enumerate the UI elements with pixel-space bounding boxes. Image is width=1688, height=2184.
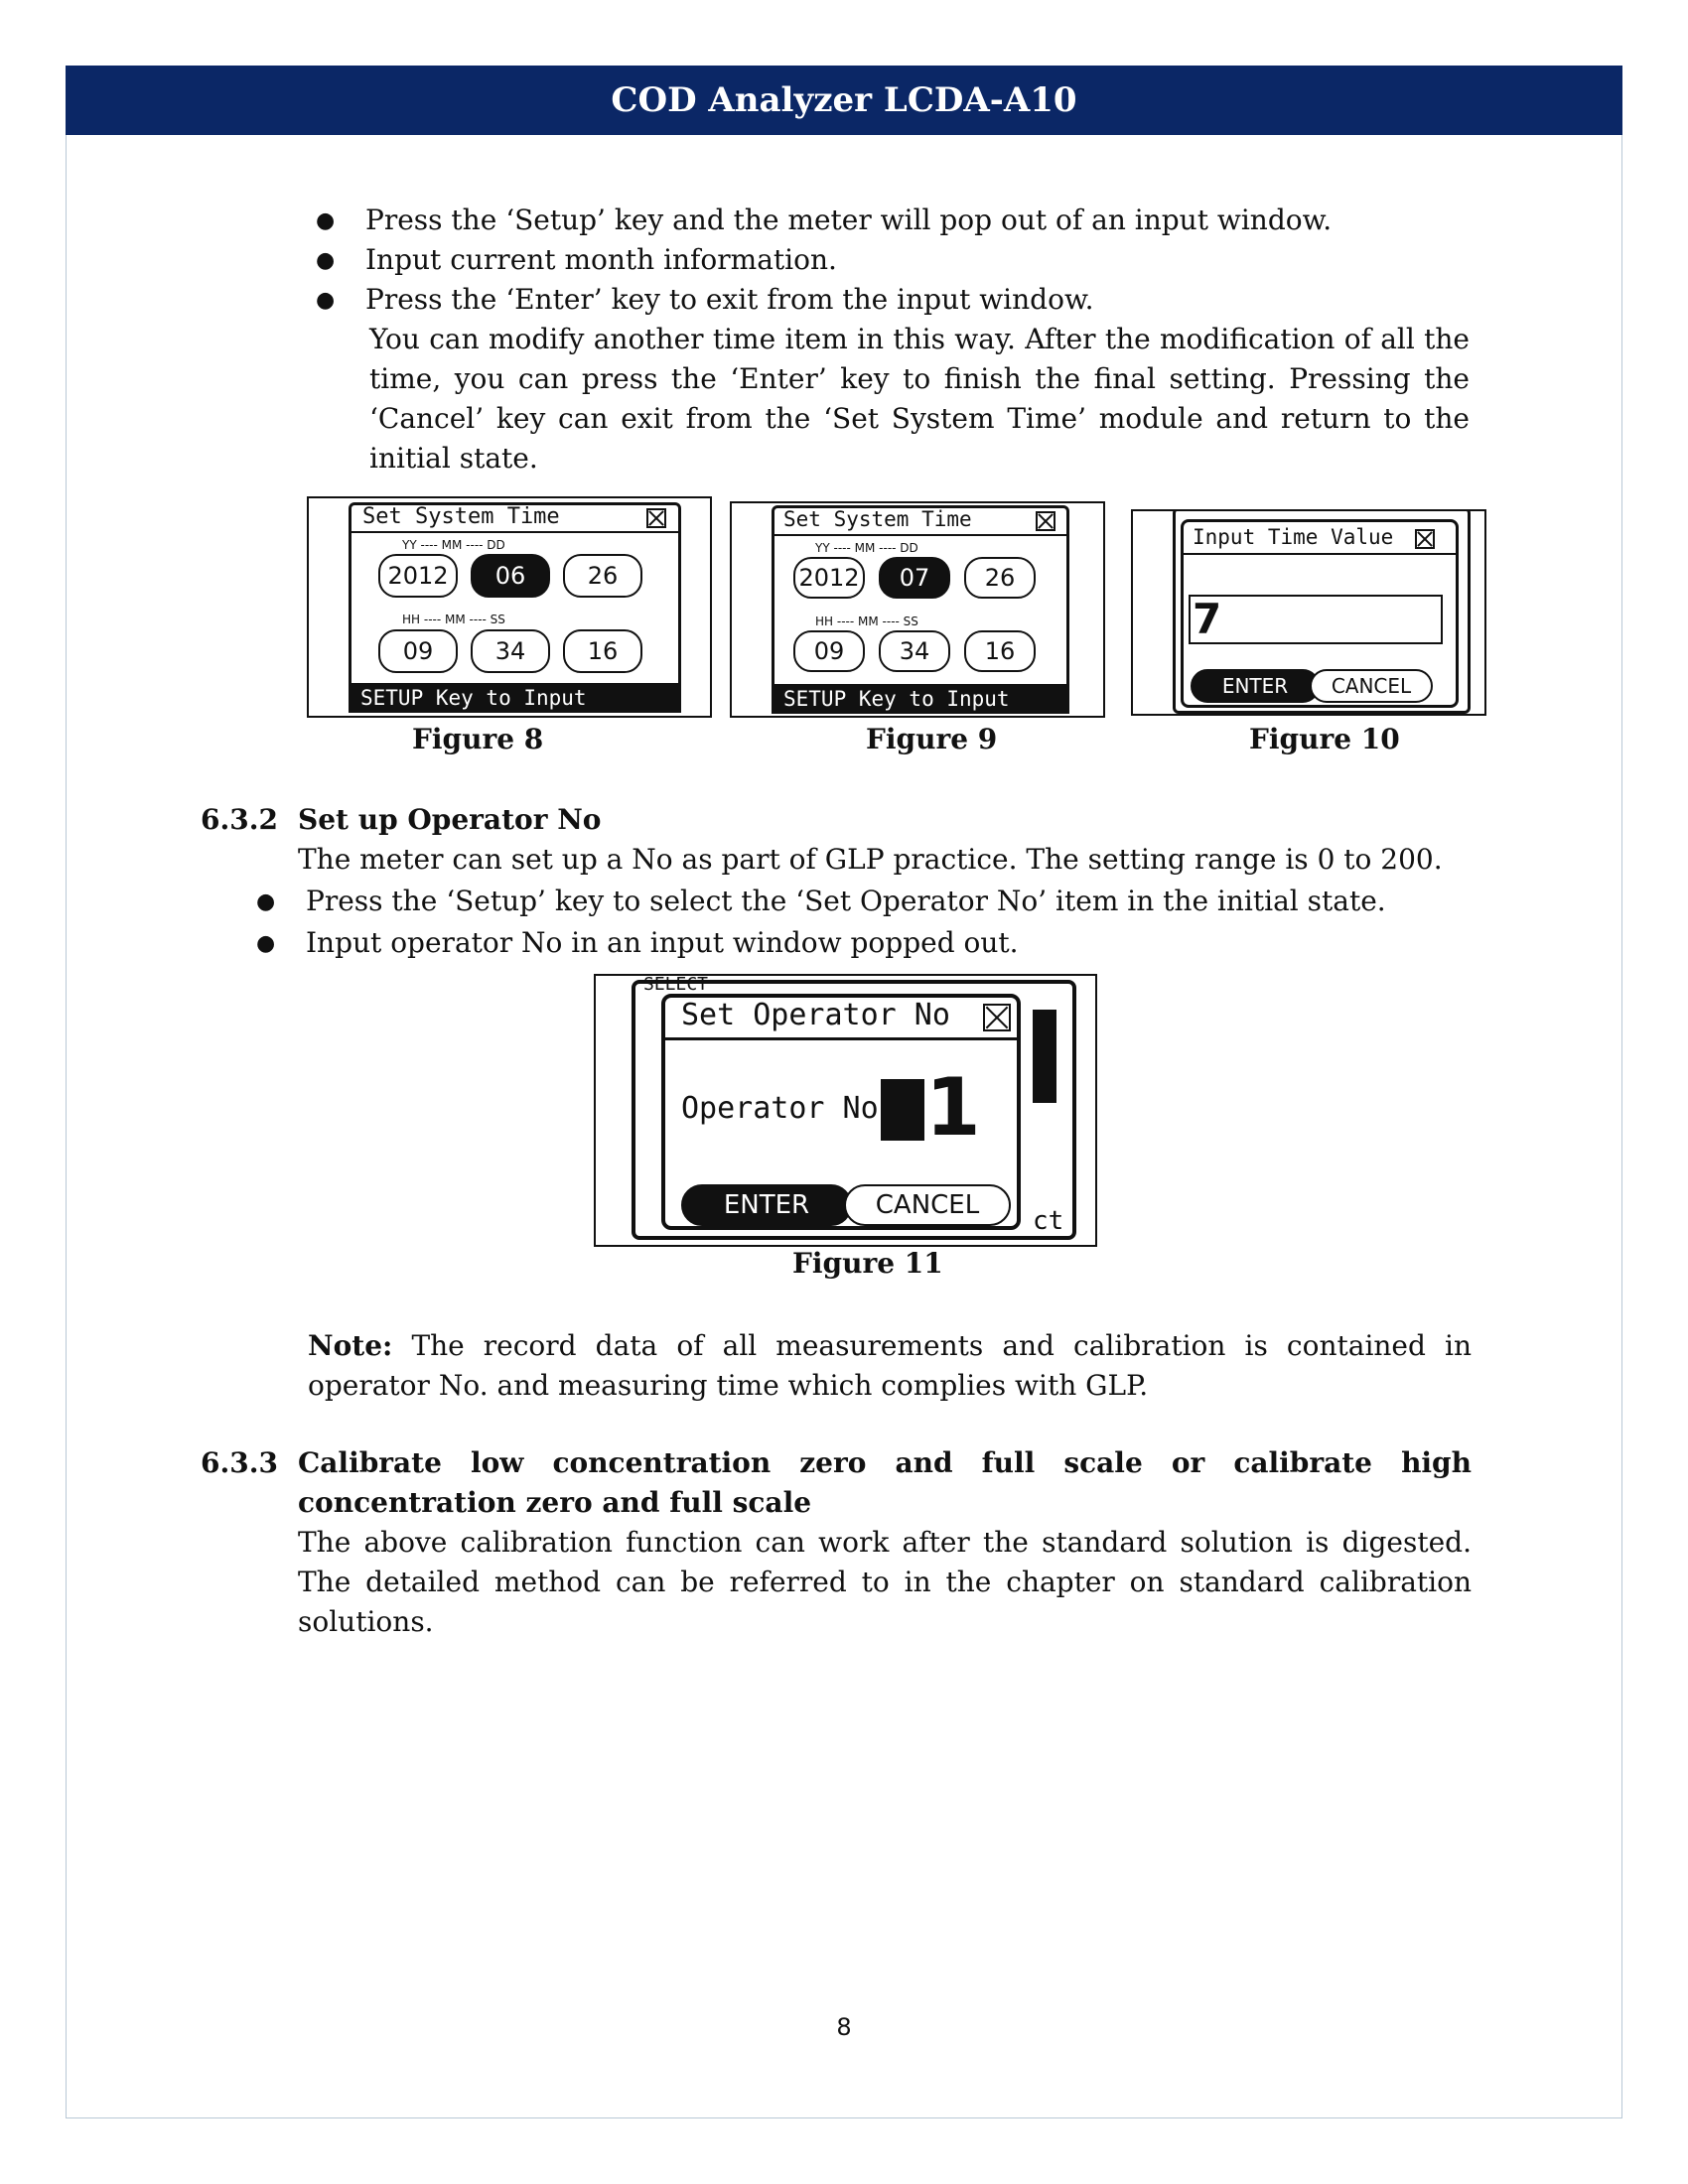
figure-caption: Figure 9 <box>866 723 998 755</box>
enter-button: ENTER <box>681 1184 852 1226</box>
minute-field: 34 <box>471 629 550 673</box>
bullet-text: Press the ‘Setup’ key to select the ‘Set… <box>306 885 1386 917</box>
figure-caption: Figure 11 <box>792 1247 943 1280</box>
bullet-text: Press the ‘Enter’ key to exit from the i… <box>365 283 1094 316</box>
close-icon <box>983 1004 1011 1031</box>
section-title: Set up Operator No <box>298 803 602 836</box>
screen-footer: SETUP Key to Input <box>772 684 1069 714</box>
screen-footer: SETUP Key to Input <box>349 683 681 713</box>
bullet-dot-icon: ● <box>256 931 276 956</box>
scrollbar-thumb <box>1033 1010 1056 1103</box>
minute-field: 34 <box>879 630 950 672</box>
year-field: 2012 <box>378 554 458 598</box>
note-paragraph: Note: The record data of all measurement… <box>308 1326 1472 1406</box>
label-ss: SS <box>490 613 505 626</box>
hour-field: 09 <box>793 630 865 672</box>
cancel-button: CANCEL <box>1310 669 1433 703</box>
screen-title: Set System Time <box>362 504 560 529</box>
label-mi: MM <box>858 614 879 628</box>
section-number: 6.3.3 <box>201 1446 278 1479</box>
enter-button: ENTER <box>1191 669 1320 703</box>
figure-10-screen: Input Time Value 7 ENTER CANCEL <box>1131 509 1486 716</box>
bullet-text: Input current month information. <box>365 243 837 276</box>
section-paragraph: The above calibration function can work … <box>298 1526 1472 1638</box>
label-dd: DD <box>487 538 505 552</box>
label-hh: HH <box>402 613 421 626</box>
input-cursor <box>881 1079 924 1141</box>
label-hh: HH <box>815 614 834 628</box>
figure-8-screen: Set System Time YY ---- MM ---- DD 2012 … <box>307 496 712 718</box>
figure-caption: Figure 10 <box>1249 723 1400 755</box>
year-field: 2012 <box>793 557 865 599</box>
close-icon <box>646 508 666 528</box>
page-header: COD Analyzer LCDA-A10 <box>66 66 1622 135</box>
label-yy: YY <box>402 538 417 552</box>
bullet-dot-icon: ● <box>316 288 336 313</box>
section-number: 6.3.2 <box>201 803 278 836</box>
background-text-fragment: ct <box>1033 1206 1064 1236</box>
second-field: 16 <box>964 630 1036 672</box>
time-value-input: 7 <box>1193 595 1222 643</box>
note-text: The record data of all measurements and … <box>308 1329 1472 1402</box>
day-field: 26 <box>964 557 1036 599</box>
figure-caption: Figure 8 <box>412 723 544 755</box>
page-number: 8 <box>836 2013 852 2041</box>
label-mm: MM <box>854 541 876 555</box>
day-field: 26 <box>563 554 642 598</box>
month-field-selected: 07 <box>879 557 950 599</box>
close-icon <box>1036 511 1055 531</box>
label-yy: YY <box>815 541 830 555</box>
background-menu-fragment: SELECT <box>643 974 709 995</box>
bullet-dot-icon: ● <box>316 248 336 273</box>
cancel-button: CANCEL <box>844 1184 1011 1226</box>
section-title: Calibrate low concentration zero and ful… <box>298 1446 1472 1519</box>
section-paragraph: The meter can set up a No as part of GLP… <box>298 843 1443 876</box>
popup-title: Set Operator No <box>681 998 950 1032</box>
operator-value-input: 1 <box>925 1061 981 1154</box>
screen-title: Set System Time <box>783 507 972 531</box>
bullet-text: Press the ‘Setup’ key and the meter will… <box>365 204 1333 236</box>
label-mm: MM <box>441 538 463 552</box>
label-ss: SS <box>903 614 918 628</box>
hour-field: 09 <box>378 629 458 673</box>
figure-11-screen: SELECT ct Set Operator No Operator No: 1… <box>594 974 1097 1247</box>
bullet-text: Input operator No in an input window pop… <box>306 926 1019 959</box>
note-label: Note: <box>308 1329 393 1362</box>
label-dd: DD <box>900 541 918 555</box>
operator-label: Operator No: <box>681 1091 897 1126</box>
bullet-dot-icon: ● <box>316 208 336 233</box>
figure-9-screen: Set System Time YY ---- MM ---- DD 2012 … <box>730 501 1105 718</box>
popup-title: Input Time Value <box>1193 525 1394 549</box>
second-field: 16 <box>563 629 642 673</box>
bullet-dot-icon: ● <box>256 889 276 914</box>
close-icon <box>1415 529 1435 549</box>
label-mi: MM <box>445 613 466 626</box>
month-field-selected: 06 <box>471 554 550 598</box>
instruction-paragraph: You can modify another time item in this… <box>369 323 1470 475</box>
